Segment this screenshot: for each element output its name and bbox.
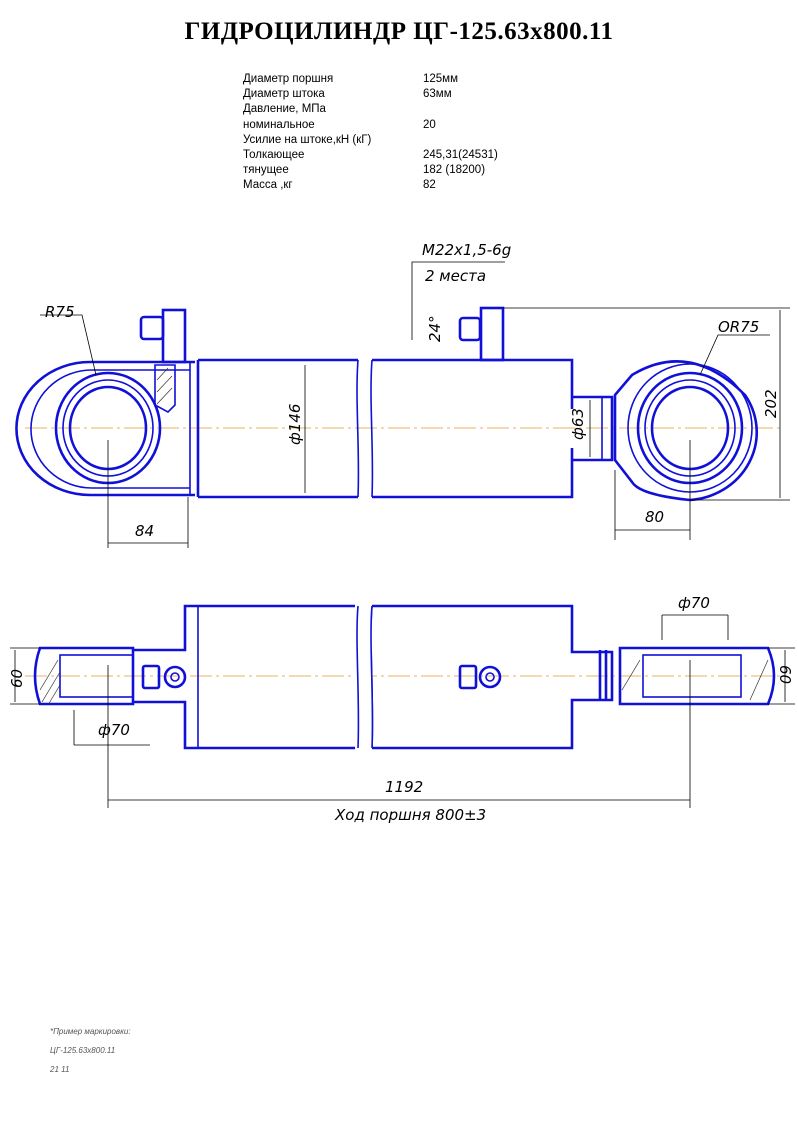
spec-row: Усилие на штоке,кН (кГ) <box>243 133 372 146</box>
marking-notes: *Пример маркировки: ЦГ-125.63х800.11 21 … <box>50 1027 131 1074</box>
right-offset-label: 80 <box>645 508 664 526</box>
body-right <box>372 358 574 499</box>
top-view: 60 60 ф70 ф70 1192 Ход поршня 800±3 <box>8 594 795 824</box>
body-diameter-label: ф146 <box>286 404 304 445</box>
right-port <box>479 306 505 362</box>
body-outline <box>133 604 614 750</box>
right-width-label: 60 <box>776 665 794 684</box>
places-label: 2 места <box>425 267 486 285</box>
piston-rod <box>572 395 614 462</box>
right-fitting-top <box>458 664 502 690</box>
drawing-title: ГИДРОЦИЛИНДР ЦГ-125.63х800.11 <box>184 18 614 45</box>
body-left <box>196 358 358 499</box>
left-width-label: 60 <box>8 669 26 688</box>
rod-diameter-label: ф63 <box>569 408 587 440</box>
left-eye-outer <box>15 360 195 497</box>
left-pin-diameter-label: ф70 <box>98 721 130 739</box>
right-fitting <box>458 316 482 342</box>
side-view: R75 OR75 ф146 ф63 M22x1,5-6g 2 места 24°… <box>15 241 790 548</box>
left-end <box>33 646 135 706</box>
left-eye-inner <box>30 369 190 489</box>
left-fitting <box>139 315 165 341</box>
right-radius-label: OR75 <box>718 318 759 336</box>
spec-row: Давление, МПа <box>243 103 326 116</box>
angle-label: 24° <box>426 315 444 342</box>
stroke-label: Ход поршня 800±3 <box>334 806 486 824</box>
thread-label: M22x1,5-6g <box>422 241 511 259</box>
right-pin-diameter-label: ф70 <box>678 594 710 612</box>
left-port <box>161 308 187 364</box>
left-fitting-top <box>141 664 187 690</box>
left-radius-label: R75 <box>45 303 75 321</box>
left-offset-label: 84 <box>135 522 154 540</box>
length-label: 1192 <box>385 778 423 796</box>
height-label: 202 <box>762 389 780 418</box>
